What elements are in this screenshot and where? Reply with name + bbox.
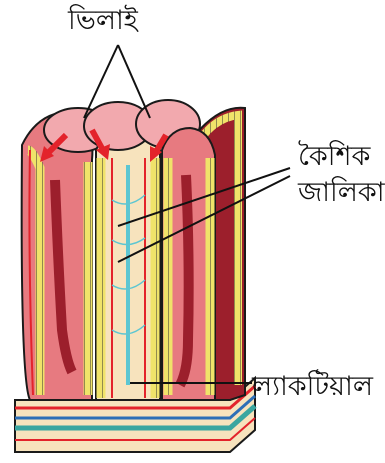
capillary-label-line2: জালিকা (298, 178, 385, 208)
villus-right (162, 128, 215, 400)
lacteal-label: ল্যাকটিয়াল (252, 372, 373, 402)
capillary-label-line1: কৈশিক (298, 142, 370, 172)
villi-label: ভিলাই (68, 6, 138, 36)
